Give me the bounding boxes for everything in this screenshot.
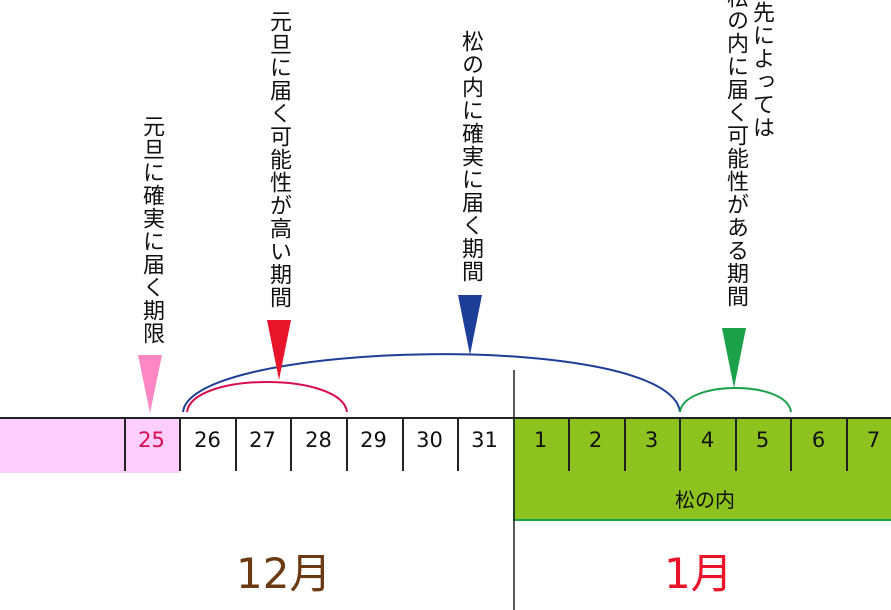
day-jan-6: 6	[811, 428, 826, 452]
day-dec-31: 31	[471, 428, 498, 452]
blue-marker-icon	[458, 295, 482, 355]
month-december: 12月	[236, 549, 332, 598]
label-deadline: 元旦に確実に届く期限	[139, 115, 164, 345]
day-jan-4: 4	[700, 428, 715, 452]
matsunouchi-period-box	[513, 417, 891, 521]
day-jan-5: 5	[755, 428, 770, 452]
label-maybe-line1: 宛先によっては	[749, 0, 774, 139]
red-marker-icon	[267, 320, 291, 380]
pink-marker-icon	[138, 355, 162, 413]
day-jan-7: 7	[866, 428, 881, 452]
matsunouchi-label: 松の内	[675, 488, 735, 512]
day-jan-1: 1	[533, 428, 548, 452]
red-arc	[186, 381, 348, 413]
day-dec-26: 26	[194, 428, 221, 452]
day-dec-28: 28	[305, 428, 332, 452]
day-dec-30: 30	[416, 428, 443, 452]
day-dec-25: 25	[138, 428, 165, 452]
label-maybe-line2: 松の内に届く可能性がある期間	[723, 0, 748, 308]
month-january: 1月	[664, 549, 733, 598]
day-jan-3: 3	[644, 428, 659, 452]
label-matsunouchi-sure: 松の内に確実に届く期間	[458, 30, 483, 283]
blue-arc	[182, 353, 681, 413]
day-dec-29: 29	[360, 428, 387, 452]
pre-deadline-shading	[0, 418, 180, 473]
day-jan-2: 2	[588, 428, 603, 452]
day-ticks	[124, 418, 848, 471]
green-marker-icon	[722, 328, 746, 388]
day-dec-27: 27	[249, 428, 276, 452]
label-likely-period: 元旦に届く可能性が高い期間	[266, 10, 291, 309]
green-arc	[679, 387, 792, 413]
